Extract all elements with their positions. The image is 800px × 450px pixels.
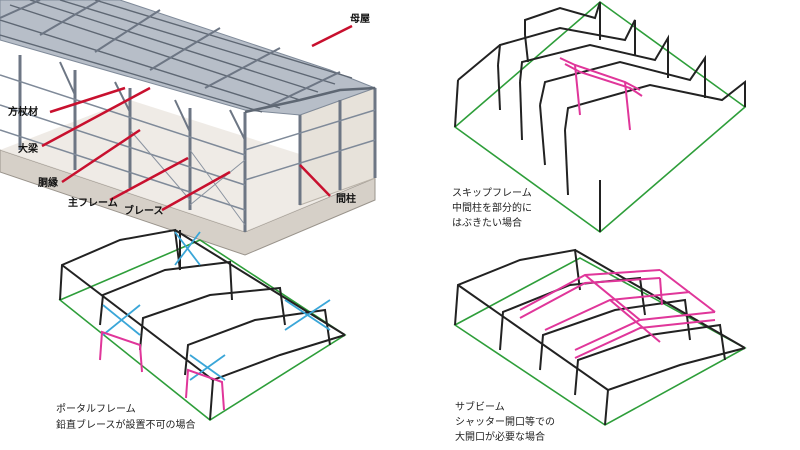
portal-frame-diagram: ポータルフレーム 鉛直ブレースが設置不可の場合 [56, 228, 347, 431]
label-dobuchi: 胴縁 [38, 176, 58, 189]
sub-beam-diagram: サブビーム シャッター開口等での 大開口が必要な場合 [453, 248, 747, 443]
caption-subbeam-1: サブビーム [455, 400, 505, 413]
label-hozue: 方杖材 [8, 105, 38, 118]
label-moya: 母屋 [350, 13, 370, 25]
caption-subbeam-3: 大開口が必要な場合 [455, 430, 545, 443]
caption-skip-3: はぶきたい場合 [452, 216, 522, 229]
structure-illustration: 母屋 方杖材 大梁 胴縁 主フレーム ブレース 間柱 [0, 0, 377, 256]
caption-portal-1: ポータルフレーム [56, 403, 136, 415]
label-brace: ブレース [124, 204, 164, 217]
leader-lines [41, 24, 353, 212]
caption-portal-2: 鉛直ブレースが設置不可の場合 [56, 418, 196, 431]
skip-frame-diagram: スキップフレーム 中間柱を部分的に はぶきたい場合 [452, 0, 747, 234]
label-mabashira: 間柱 [336, 192, 356, 205]
caption-skip-1: スキップフレーム [452, 187, 532, 199]
label-main-frame: 主フレーム [68, 196, 118, 209]
caption-subbeam-2: シャッター開口等での [455, 415, 555, 428]
caption-skip-2: 中間柱を部分的に [452, 201, 532, 214]
label-ohari: 大梁 [18, 142, 39, 155]
